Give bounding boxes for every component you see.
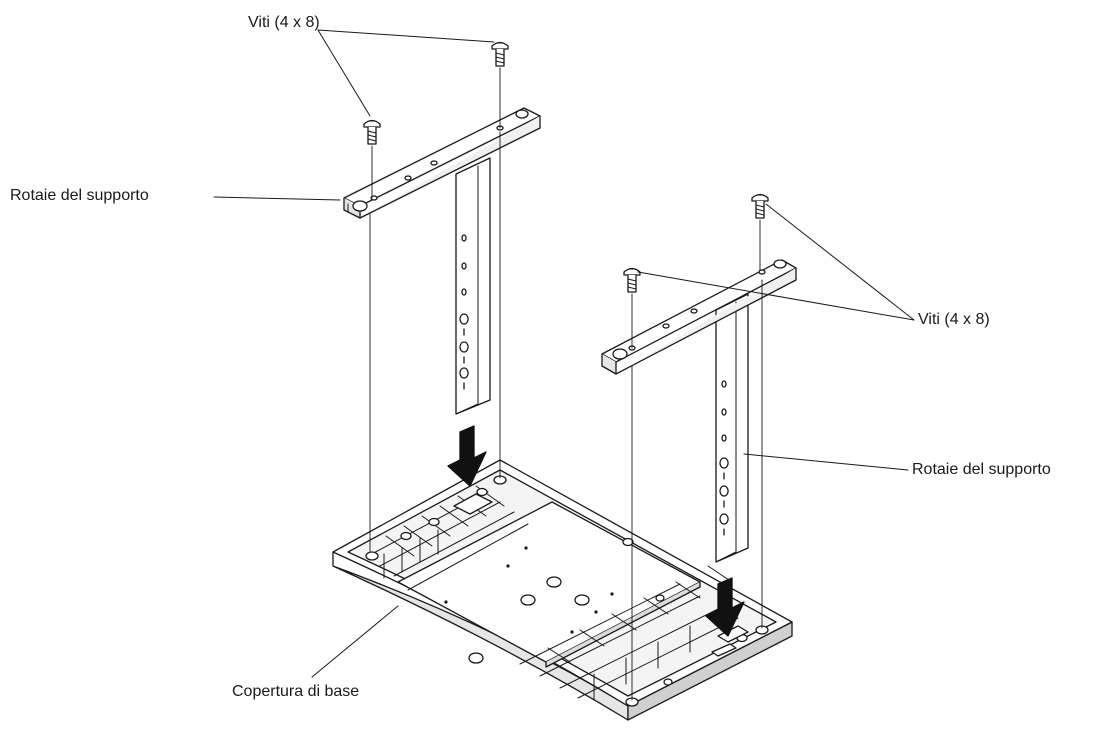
rail-right — [601, 259, 797, 563]
label-rails-right: Rotaie del supporto — [912, 461, 1051, 478]
label-screws-top: Viti (4 x 8) — [248, 14, 320, 31]
base-ribs-left — [367, 485, 529, 591]
label-rails-left: Rotaie del supporto — [10, 187, 149, 204]
down-arrow-icon — [705, 577, 745, 637]
base-ribs-right — [519, 565, 739, 701]
screw-icon — [363, 119, 381, 145]
screw-icon — [623, 267, 641, 293]
assembly-guide-lines — [369, 67, 763, 701]
label-base-cover: Copertura di base — [232, 683, 360, 700]
base-cover — [332, 459, 793, 721]
rail-left — [343, 107, 541, 415]
label-screws-right: Viti (4 x 8) — [918, 311, 990, 328]
base-bosses — [365, 475, 769, 707]
down-arrow-icon — [447, 425, 487, 487]
screw-icon — [491, 41, 509, 67]
leader-lines — [213, 29, 915, 678]
screw-icon — [751, 193, 769, 219]
